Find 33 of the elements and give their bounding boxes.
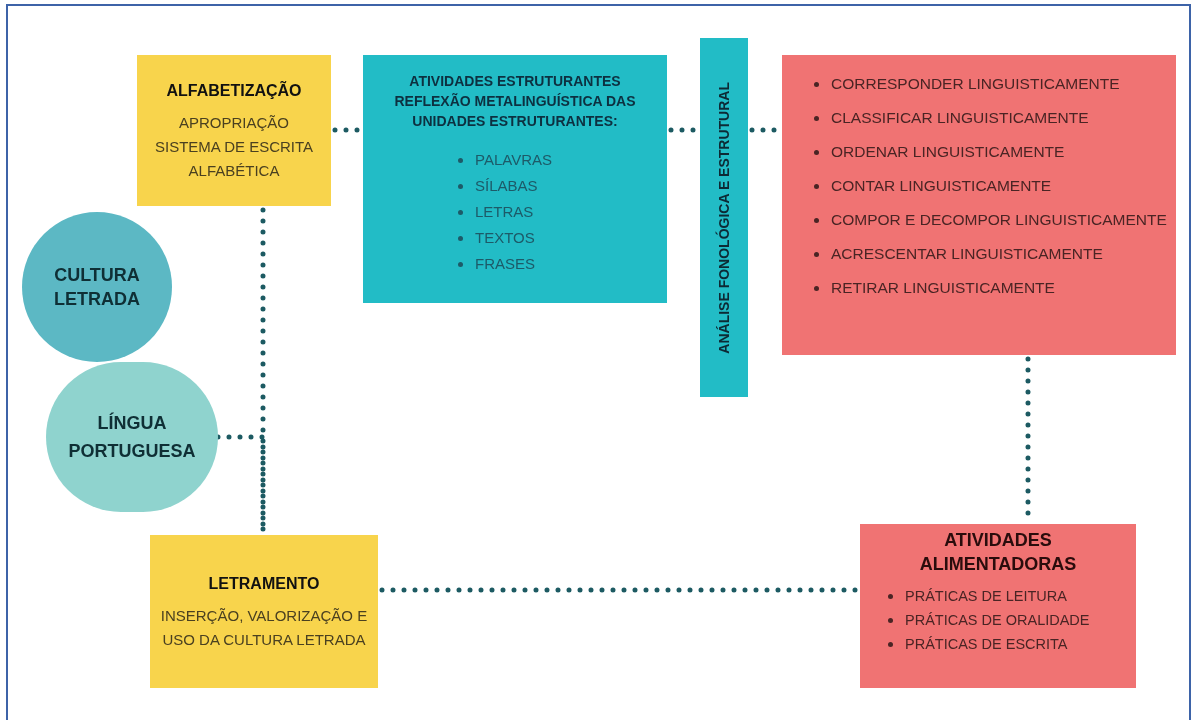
activity-box	[860, 524, 1136, 688]
node-text: INSERÇÃO, VALORIZAÇÃO E USO DA CULTURA LETRADA	[159, 605, 369, 650]
dotted-connector	[379, 587, 859, 593]
vertical-bar	[700, 38, 748, 397]
list-box	[782, 55, 1176, 355]
bullet-item: SÍLABAS	[475, 176, 538, 196]
bullet-item: CONTAR LINGUISTICAMENTE	[831, 176, 1052, 196]
concept-box	[137, 55, 331, 206]
dotted-connector	[260, 207, 266, 534]
node-text: APROPRIAÇÃO SISTEMA DE ESCRITA ALFABÉTICA	[153, 112, 315, 181]
bullet-item: LETRAS	[475, 202, 534, 222]
bullet-item: PRÁTICAS DE LEITURA	[905, 587, 1067, 606]
node-heading: LETRAMENTO	[208, 573, 320, 594]
bullet-item: ACRESCENTAR LINGUISTICAMENTE	[831, 244, 1103, 264]
activity-box	[363, 55, 667, 303]
bullet-item: CLASSIFICAR LINGUISTICAMENTE	[831, 108, 1089, 128]
node-text: CULTURA LETRADA	[53, 264, 141, 311]
bullet-item: COMPOR E DECOMPOR LINGUISTICAMENTE	[831, 210, 1167, 230]
dotted-connector	[332, 127, 362, 133]
bullet-item: PRÁTICAS DE ESCRITA	[905, 635, 1068, 654]
node-heading: ATIVIDADES ESTRUTURANTES REFLEXÃO METALINGUÍSTICA DAS UNIDADES ESTRUTURANTES:	[393, 72, 637, 131]
bullet-item: FRASES	[475, 254, 535, 274]
vertical-label: ANÁLISE FONOLÓGICA E ESTRUTURAL	[714, 81, 733, 354]
node-heading: ALFABETIZAÇÃO	[166, 80, 302, 101]
node-heading: ATIVIDADES ALIMENTADORAS	[918, 529, 1078, 576]
concept-box	[150, 535, 378, 688]
bullet-item: RETIRAR LINGUISTICAMENTE	[831, 278, 1055, 298]
bullet-item: PRÁTICAS DE ORALIDADE	[905, 611, 1090, 630]
bullet-item: PALAVRAS	[475, 150, 552, 170]
bullet-item: CORRESPONDER LINGUISTICAMENTE	[831, 74, 1120, 94]
bullet-item: TEXTOS	[475, 228, 535, 248]
bullet-item: ORDENAR LINGUISTICAMENTE	[831, 142, 1065, 162]
node-text: LÍNGUA PORTUGUESA	[67, 411, 197, 463]
